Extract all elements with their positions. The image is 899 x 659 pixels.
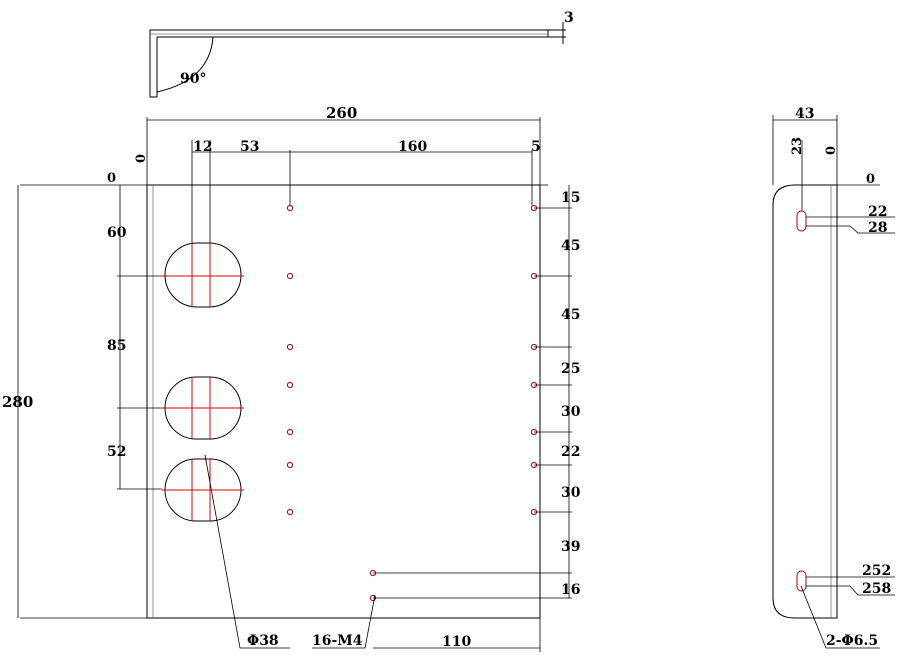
side-width-label: 43 [795,106,814,122]
side-outline [772,184,838,619]
large-hole-3 [162,458,244,522]
top-dim-160: 160 [398,139,427,155]
large-hole-2 [162,376,244,440]
angle-arc [156,36,214,93]
flange-outline [149,29,549,98]
zero-x-label: 0 [134,154,149,163]
bottom-dim-110: 110 [442,634,471,650]
small-hole [286,272,294,280]
side-zero-y-label: 0 [866,172,875,187]
width-total-label: 260 [326,104,357,122]
small-hole-label: 16-M4 [312,633,363,649]
small-hole [286,428,294,436]
small-hole [286,381,294,389]
top-dim-53: 53 [240,139,259,155]
slot-top-dim-28: 28 [868,220,887,236]
top-dim-12: 12 [193,139,212,155]
top-view: 3 90° [149,10,574,98]
slot-label: 2-Φ6.5 [826,633,878,649]
slot-bottom-dim-258: 258 [862,581,891,597]
right-dim-30a: 30 [561,404,581,420]
slot-top-dim-22: 22 [868,204,887,220]
side-zero-x-label: 0 [824,146,839,155]
right-dim-22: 22 [561,444,580,460]
right-dim-25: 25 [561,361,580,377]
bend-angle-label: 90° [180,71,206,87]
thickness-label: 3 [564,10,574,26]
right-dim-45a: 45 [561,238,580,254]
right-dim-45b: 45 [561,307,580,323]
plate-outline [146,184,541,619]
small-hole [286,508,294,516]
zero-y-label: 0 [107,171,116,186]
small-hole [286,343,294,351]
slot-top-ext-28 [806,225,895,234]
right-dim-39: 39 [561,539,580,555]
side-view: 43 23 0 0 22 28 252 258 2-Φ6.5 [772,106,895,649]
small-hole [286,204,294,212]
top-dim-5: 5 [531,139,541,155]
front-view: 260 0 0 280 12 53 160 5 60 85 52 [2,104,581,652]
right-dim-15: 15 [561,190,580,206]
large-hole-label: Φ38 [247,633,279,649]
side-offset-label: 23 [790,137,805,155]
large-hole-1 [162,242,244,308]
small-hole-leader [312,594,376,649]
slot-leader [800,585,880,649]
slot-bottom-ext-258 [806,585,895,596]
left-dim-52: 52 [107,444,126,460]
height-total-label: 280 [2,393,33,411]
small-hole [286,461,294,469]
left-dim-60: 60 [107,225,127,241]
slot-bottom [796,570,807,592]
slot-bottom-dim-252: 252 [862,563,891,579]
left-dim-85: 85 [107,338,126,354]
right-dim-16: 16 [561,582,580,598]
right-dim-30b: 30 [561,485,581,501]
slot-top [796,210,807,232]
large-hole-leader [204,454,290,649]
